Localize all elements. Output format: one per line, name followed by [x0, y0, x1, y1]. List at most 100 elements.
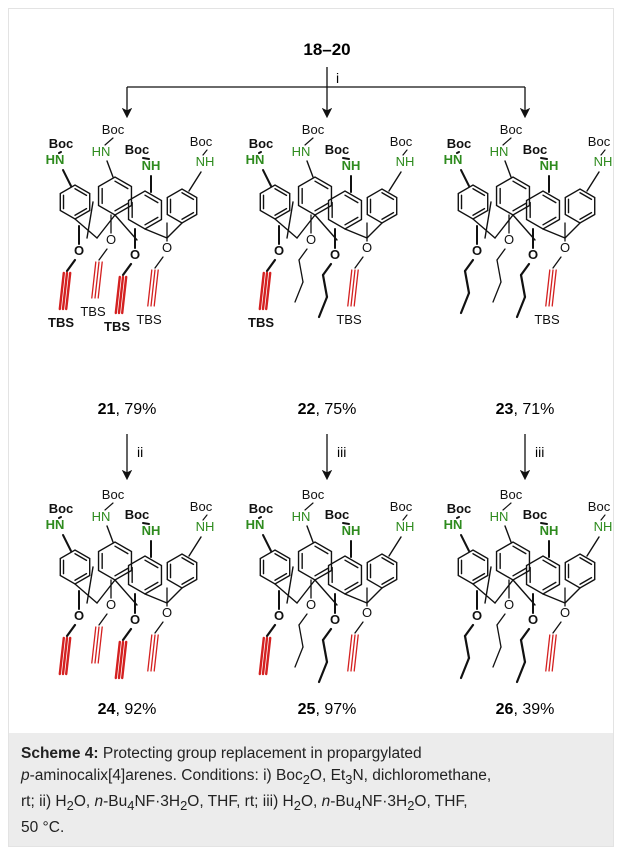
oxygen-label: O: [528, 247, 538, 262]
compound-number-23: 23: [496, 401, 514, 418]
oxygen-label: O: [106, 232, 116, 247]
compound-number-21: 21: [98, 401, 116, 418]
oxygen-label: O: [274, 243, 284, 258]
caption-sub: 2: [302, 772, 310, 788]
amine-label: NH: [142, 523, 161, 538]
amine-label: HN: [92, 144, 111, 159]
amine-label: NH: [540, 523, 559, 538]
amine-label: HN: [46, 152, 65, 167]
caption-italic: n: [94, 793, 104, 811]
oxygen-label: O: [306, 232, 316, 247]
caption-line-4: 50 °C.: [21, 819, 65, 837]
top-branch-arrows: [121, 67, 531, 119]
caption-box: Scheme 4: Protecting group replacement i…: [9, 733, 613, 846]
amine-label: NH: [196, 154, 215, 169]
amine-label: NH: [540, 158, 559, 173]
caption-line-2b: O, Et: [309, 767, 346, 784]
amine-label: HN: [444, 152, 463, 167]
compound-yield-23: , 71%: [513, 401, 554, 418]
boc-label: Boc: [523, 507, 548, 522]
middle-arrows: [121, 434, 531, 481]
boc-label: Boc: [500, 122, 523, 137]
amine-label: HN: [246, 152, 265, 167]
amine-label: NH: [594, 154, 613, 169]
boc-label: Boc: [447, 501, 472, 516]
compound-yield-22: , 75%: [315, 401, 356, 418]
caption-text: -Bu: [330, 793, 355, 811]
compound-label-24: 24, 92%: [98, 701, 157, 718]
boc-label: Boc: [588, 499, 611, 514]
boc-label: Boc: [190, 134, 213, 149]
caption-text: O, THF,: [414, 793, 468, 811]
boc-label: Boc: [523, 142, 548, 157]
boc-label: Boc: [125, 142, 150, 157]
svg-text:23, 71%: 23, 71%: [496, 401, 555, 418]
oxygen-label: O: [162, 240, 172, 255]
compound-number-24: 24: [98, 701, 116, 718]
oxygen-label: O: [560, 240, 570, 255]
caption-sub: 4: [127, 798, 135, 814]
caption-line-2: -aminocalix[4]arenes. Conditions: i) Boc: [29, 767, 303, 784]
svg-text:26, 39%: 26, 39%: [496, 701, 555, 718]
compound-yield-21: , 79%: [115, 401, 156, 418]
oxygen-label: O: [74, 608, 84, 623]
caption-sub: 4: [354, 798, 362, 814]
step-label-iii-a: iii: [337, 444, 346, 460]
svg-text:22, 75%: 22, 75%: [298, 401, 357, 418]
boc-label: Boc: [249, 136, 274, 151]
boc-label: Boc: [447, 136, 472, 151]
boc-label: Boc: [49, 136, 74, 151]
step-label-ii: ii: [137, 444, 143, 460]
caption-text: NF·3H: [134, 793, 181, 811]
boc-label: Boc: [588, 134, 611, 149]
amine-label: HN: [246, 517, 265, 532]
caption-italic: n: [321, 793, 331, 811]
caption-line-3: rt; ii) H: [21, 793, 67, 811]
amine-label: NH: [396, 519, 415, 534]
caption-title: Scheme 4:: [21, 745, 99, 762]
caption-sub: 2: [407, 798, 415, 814]
boc-label: Boc: [325, 142, 350, 157]
amine-label: NH: [142, 158, 161, 173]
compound-number-26: 26: [496, 701, 514, 718]
amine-label: HN: [46, 517, 65, 532]
tbs-label: TBS: [336, 312, 362, 327]
amine-label: HN: [292, 144, 311, 159]
caption-text: O,: [73, 793, 95, 811]
caption-sub: 2: [293, 798, 301, 814]
oxygen-label: O: [330, 612, 340, 627]
tbs-label: TBS: [104, 319, 130, 334]
boc-label: Boc: [302, 487, 325, 502]
oxygen-label: O: [162, 605, 172, 620]
caption-sub: 2: [66, 798, 74, 814]
amine-label: HN: [292, 509, 311, 524]
amine-label: NH: [342, 523, 361, 538]
caption-text: -Bu: [103, 793, 128, 811]
oxygen-label: O: [528, 612, 538, 627]
oxygen-label: O: [472, 243, 482, 258]
amine-label: NH: [196, 519, 215, 534]
boc-label: Boc: [49, 501, 74, 516]
tbs-label: TBS: [534, 312, 560, 327]
boc-label: Boc: [249, 501, 274, 516]
caption-text: NF·3H: [361, 793, 408, 811]
compound-yield-26: , 39%: [513, 701, 554, 718]
compound-label-25: 25, 97%: [298, 701, 357, 718]
boc-label: Boc: [325, 507, 350, 522]
boc-label: Boc: [190, 499, 213, 514]
tbs-label: TBS: [48, 315, 74, 330]
tbs-label: TBS: [248, 315, 274, 330]
boc-label: Boc: [390, 134, 413, 149]
oxygen-label: O: [274, 608, 284, 623]
oxygen-label: O: [362, 240, 372, 255]
oxygen-label: O: [362, 605, 372, 620]
boc-label: Boc: [302, 122, 325, 137]
